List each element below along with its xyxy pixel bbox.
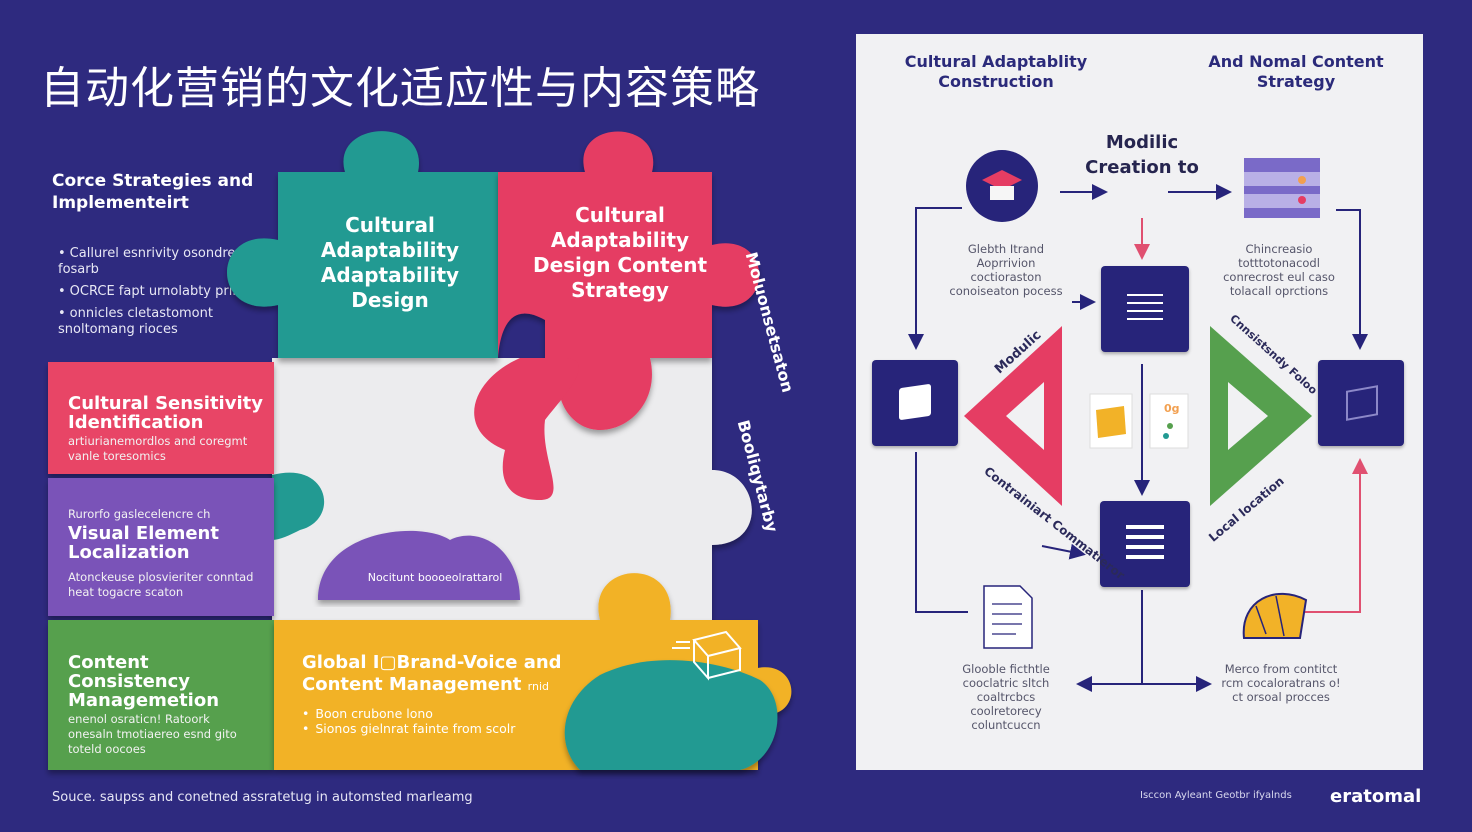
- doc-square-top: [1101, 266, 1189, 352]
- row-desc: enenol osraticn! Ratoork onesaln tmotiae…: [68, 712, 237, 756]
- puzzle-piece-teal-bottom: [564, 660, 778, 770]
- right-note: Chincreasio totttotonacodl conrecrost eu…: [1223, 242, 1335, 298]
- puzzle-label-teal: Cultural Adaptability Adaptability Desig…: [320, 213, 460, 312]
- left-note: Glebth Itrand Aoprrivion coctioraston co…: [949, 242, 1063, 298]
- bottom-right-note: Merco from contitct rcm cocaloratrans o!…: [1221, 662, 1341, 704]
- chip-text: 0g: [1164, 402, 1180, 415]
- flow-panel: Cultural Adaptablity Construction And No…: [856, 34, 1423, 770]
- yellow-piece-text: Global I▢Brand-Voice and Content Managem…: [302, 652, 592, 736]
- core-bullet: Callurel esnrivity osondrer fosarb: [58, 246, 248, 278]
- drawer-icon: [1244, 158, 1320, 218]
- brand-logo: eratomal: [1330, 786, 1422, 807]
- panel-heading-right: And Nomal Content Strategy: [1208, 52, 1384, 91]
- core-strategies-list: Callurel esnrivity osondrer fosarb OCRCE…: [58, 246, 248, 344]
- page-title: 自动化营销的文化适应性与内容策略: [40, 63, 760, 114]
- center-title: Modilic Creation to: [1085, 132, 1199, 178]
- cube-icon: [899, 383, 931, 421]
- yellow-title-extra: rnid: [527, 680, 550, 693]
- row-title: Visual Element Localization: [68, 523, 219, 563]
- document-icon: [983, 585, 1033, 649]
- box-square-right: [1318, 360, 1404, 446]
- row-text-consistency: Content Consistency Managemetion enenol …: [68, 653, 258, 757]
- puzzle-piece-red: [498, 131, 760, 430]
- source-note: Souce. saupss and conetned assratetug in…: [52, 790, 473, 805]
- puzzle-piece-purple-bump: [318, 530, 520, 600]
- flow-diagram: [908, 150, 1368, 692]
- panel-heading-left: Cultural Adaptablity Construction: [904, 52, 1088, 91]
- box-square-left: [872, 360, 958, 446]
- helmet-icon: [1242, 592, 1308, 639]
- doc-square-bottom: [1100, 501, 1190, 587]
- row-red: [48, 362, 274, 474]
- puzzle-label-red: Cultural Adaptability Design Content Str…: [532, 203, 708, 302]
- yellow-bullet: Sionos gielnrat fainte from scolr: [302, 721, 592, 736]
- cube-outline-icon: [1346, 385, 1378, 421]
- puzzle-piece-teal: [227, 131, 498, 358]
- row-desc: Atonckeuse plosvieriter conntad heat tog…: [68, 570, 254, 599]
- yellow-title-text: Global I▢Brand-Voice and Content Managem…: [302, 652, 562, 695]
- core-bullet: onnicles cletastomont snoltomang rioces: [58, 306, 248, 338]
- row-text-visual: Rurorfo gaslecelencre ch Visual Element …: [68, 507, 268, 600]
- yellow-list: Boon crubone lono Sionos gielnrat fainte…: [302, 706, 592, 736]
- yellow-title: Global I▢Brand-Voice and Content Managem…: [302, 652, 592, 698]
- bottom-left-note: Glooble ficthtle cooclatric sltch coaltr…: [962, 662, 1050, 732]
- footer-small: Isccon Ayleant Geotbr ifyalnds: [1140, 790, 1292, 801]
- purple-bump-label: Nocitunt boooeolrattarol: [367, 571, 503, 584]
- puzzle-graphic: [48, 131, 792, 770]
- box-icon: [672, 630, 742, 681]
- core-bullet: OCRCE fapt urnolabty prin: [58, 284, 248, 300]
- row-purple: [48, 478, 274, 616]
- row-pre: Rurorfo gaslecelencre ch: [68, 507, 211, 521]
- palette-chip: [1149, 393, 1189, 449]
- row-text-sensitivity: Cultural Sensitivity Identification arti…: [68, 394, 268, 464]
- row-title: Content Consistency Managemetion: [68, 652, 220, 711]
- row-desc: artiurianemordlos and coregmt vanle tore…: [68, 434, 248, 463]
- core-strategies-heading: Corce Strategies and Implementeirt: [52, 171, 254, 213]
- row-title: Cultural Sensitivity Identification: [68, 393, 263, 433]
- row-green: [48, 620, 274, 770]
- yellow-bullet: Boon crubone lono: [302, 706, 592, 721]
